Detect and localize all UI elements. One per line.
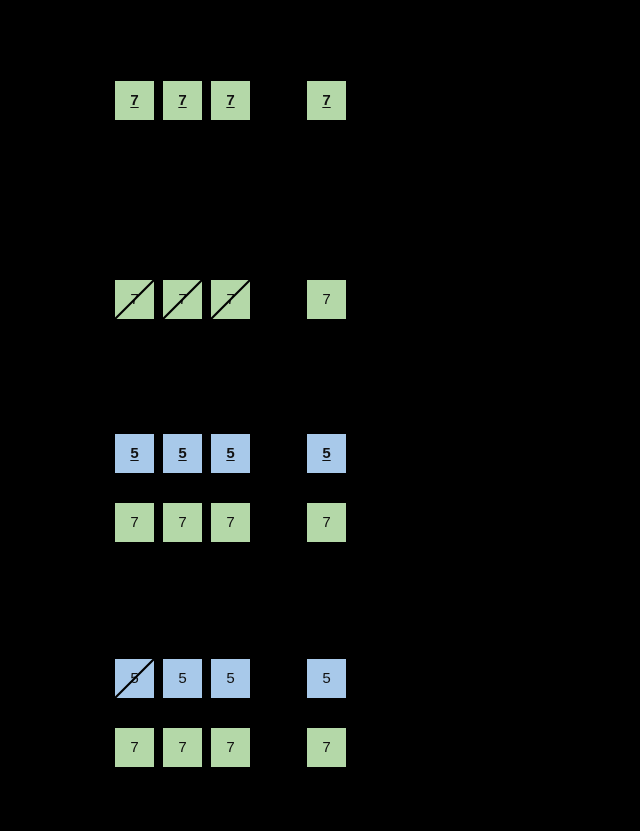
tile[interactable]: 7 bbox=[107, 272, 162, 327]
tile-face bbox=[307, 434, 346, 473]
tile-value: 5 bbox=[226, 445, 235, 462]
tile-value: 7 bbox=[322, 739, 331, 756]
tile-value: 7 bbox=[178, 514, 187, 531]
tile-face bbox=[307, 503, 346, 542]
tile[interactable]: 7 bbox=[307, 503, 346, 542]
row-2-green-seven-struck: 7 7 7 7 bbox=[0, 272, 640, 327]
tile-value: 7 bbox=[226, 291, 235, 308]
tile-face bbox=[115, 728, 154, 767]
tile[interactable]: 7 bbox=[307, 728, 346, 767]
tile-value: 7 bbox=[178, 739, 187, 756]
tile-value: 7 bbox=[322, 92, 331, 109]
tile[interactable]: 7 bbox=[211, 503, 250, 542]
tile-value: 7 bbox=[322, 291, 331, 308]
tile-face bbox=[211, 503, 250, 542]
tile[interactable]: 5 bbox=[307, 434, 346, 473]
tile-value: 5 bbox=[130, 670, 139, 687]
tile[interactable]: 7 bbox=[155, 272, 210, 327]
row-5-blue-five-first-struck: 5 5 5 5 bbox=[0, 651, 640, 706]
tile-face bbox=[211, 659, 250, 698]
tile-face bbox=[115, 434, 154, 473]
tile-value: 5 bbox=[322, 670, 331, 687]
tile[interactable]: 7 bbox=[211, 728, 250, 767]
tile[interactable]: 5 bbox=[107, 651, 162, 706]
tile[interactable]: 7 bbox=[163, 503, 202, 542]
tile-face bbox=[307, 81, 346, 120]
tile-value: 7 bbox=[130, 739, 139, 756]
tile-value: 7 bbox=[226, 92, 235, 109]
tile-face bbox=[163, 659, 202, 698]
tile-face bbox=[163, 728, 202, 767]
tile-face bbox=[211, 81, 250, 120]
tile-value: 7 bbox=[322, 514, 331, 531]
row-6-green-seven-plain: 7 7 7 7 bbox=[0, 728, 640, 767]
tile-value: 7 bbox=[130, 514, 139, 531]
tile-face bbox=[211, 434, 250, 473]
tile-face bbox=[115, 503, 154, 542]
tile-face bbox=[211, 728, 250, 767]
tile-value: 7 bbox=[178, 92, 187, 109]
tile-value: 7 bbox=[130, 92, 139, 109]
tile[interactable]: 5 bbox=[163, 659, 202, 698]
tile-face bbox=[307, 728, 346, 767]
tile-face bbox=[163, 81, 202, 120]
tile-value: 7 bbox=[226, 514, 235, 531]
tile-value: 5 bbox=[226, 670, 235, 687]
tile-value: 5 bbox=[178, 445, 187, 462]
tile[interactable]: 7 bbox=[211, 81, 250, 120]
tile[interactable]: 7 bbox=[163, 81, 202, 120]
tile[interactable]: 7 bbox=[307, 81, 346, 120]
tile-face bbox=[307, 659, 346, 698]
tile[interactable]: 5 bbox=[115, 434, 154, 473]
tile-value: 7 bbox=[226, 739, 235, 756]
tile-value: 5 bbox=[322, 445, 331, 462]
tile[interactable]: 7 bbox=[115, 503, 154, 542]
tile[interactable]: 5 bbox=[163, 434, 202, 473]
tile[interactable]: 5 bbox=[307, 659, 346, 698]
tile[interactable]: 7 bbox=[115, 728, 154, 767]
tile[interactable]: 7 bbox=[307, 280, 346, 319]
row-4-green-seven-plain: 7 7 7 7 bbox=[0, 503, 640, 542]
tile[interactable]: 7 bbox=[115, 81, 154, 120]
tile-value: 7 bbox=[130, 291, 139, 308]
tile-face bbox=[115, 81, 154, 120]
tile-face bbox=[163, 503, 202, 542]
tile[interactable]: 7 bbox=[163, 728, 202, 767]
tile-face bbox=[163, 434, 202, 473]
tile[interactable]: 5 bbox=[211, 434, 250, 473]
row-3-blue-five-emphasized: 5 5 5 5 bbox=[0, 434, 640, 473]
tile[interactable]: 7 bbox=[203, 272, 258, 327]
tile-face bbox=[307, 280, 346, 319]
tile-value: 7 bbox=[178, 291, 187, 308]
tile[interactable]: 5 bbox=[211, 659, 250, 698]
row-1-green-seven-emphasized: 7 7 7 7 bbox=[0, 81, 640, 120]
tile-value: 5 bbox=[130, 445, 139, 462]
tile-value: 5 bbox=[178, 670, 187, 687]
